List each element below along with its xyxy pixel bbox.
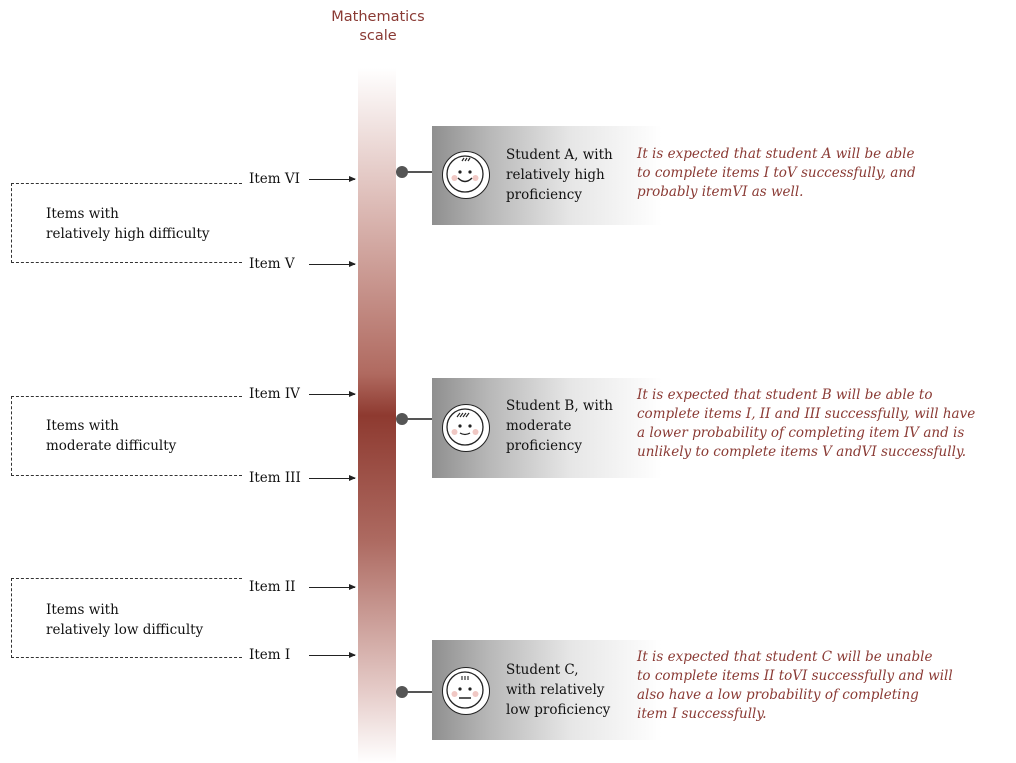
item-label-ii: Item II	[249, 579, 296, 595]
student-b-marker-line	[404, 418, 432, 420]
smiling-face-icon	[442, 151, 490, 199]
student-label-line: Student C,	[506, 662, 579, 678]
neutral-face-icon	[442, 404, 490, 452]
scale-title-line-1: Mathematics	[331, 9, 425, 25]
group-label-line: moderate difficulty	[46, 438, 177, 454]
student-b-box: Student B, with moderate proficiency	[432, 378, 662, 478]
student-c-box: Student C, with relatively low proficien…	[432, 640, 662, 740]
description-line: It is expected that student A will be ab…	[637, 146, 915, 162]
description-line: unlikely to complete items V andVI succe…	[637, 444, 967, 460]
group-label-line: Items with	[46, 602, 119, 618]
scale-title-line-2: scale	[359, 28, 397, 44]
description-line: a lower probability of completing item I…	[637, 425, 965, 441]
arrow-icon	[309, 176, 356, 182]
student-label-line: proficiency	[506, 187, 582, 203]
student-c-marker-dot	[396, 686, 408, 698]
student-b-description: It is expected that student B will be ab…	[637, 386, 975, 462]
student-label-line: relatively high	[506, 167, 605, 183]
description-line: It is expected that student B will be ab…	[637, 387, 933, 403]
student-b-marker-dot	[396, 413, 408, 425]
group-label-line: Items with	[46, 418, 119, 434]
description-line: to complete items II toVI successfully a…	[637, 668, 953, 684]
high-difficulty-bracket	[11, 183, 242, 263]
high-difficulty-group-label: Items with relatively high difficulty	[46, 204, 210, 244]
item-label-v: Item V	[249, 256, 295, 272]
student-a-marker-line	[404, 171, 432, 173]
moderate-difficulty-bracket	[11, 396, 242, 476]
student-label-line: with relatively	[506, 682, 605, 698]
student-label-line: low proficiency	[506, 702, 611, 718]
arrow-icon	[309, 261, 356, 267]
arrow-icon	[309, 652, 356, 658]
description-line: complete items I, II and III successfull…	[637, 406, 976, 422]
item-label-iii: Item III	[249, 470, 301, 486]
low-difficulty-bracket	[11, 578, 242, 658]
student-label-line: moderate	[506, 418, 572, 434]
mathematics-scale-bar	[358, 68, 396, 763]
student-label-line: proficiency	[506, 438, 582, 454]
student-b-label: Student B, with moderate proficiency	[506, 396, 613, 456]
item-label-iv: Item IV	[249, 386, 300, 402]
item-label-i: Item I	[249, 647, 291, 663]
student-label-line: Student B, with	[506, 398, 613, 414]
arrow-icon	[309, 475, 356, 481]
student-label-line: Student A, with	[506, 147, 613, 163]
low-difficulty-group-label: Items with relatively low difficulty	[46, 600, 203, 640]
scale-title: Mathematics scale	[300, 8, 456, 46]
moderate-difficulty-group-label: Items with moderate difficulty	[46, 416, 176, 456]
description-line: probably itemVI as well.	[637, 184, 804, 200]
group-label-line: relatively high difficulty	[46, 226, 210, 242]
description-line: item I successfully.	[637, 706, 767, 722]
student-c-marker-line	[404, 691, 432, 693]
sad-face-icon	[442, 667, 490, 715]
description-line: to complete items I toV successfully, an…	[637, 165, 916, 181]
student-c-label: Student C, with relatively low proficien…	[506, 660, 610, 720]
item-label-vi: Item VI	[249, 171, 300, 187]
group-label-line: relatively low difficulty	[46, 622, 204, 638]
group-label-line: Items with	[46, 206, 119, 222]
student-a-description: It is expected that student A will be ab…	[637, 145, 916, 202]
description-line: It is expected that student C will be un…	[637, 649, 933, 665]
student-a-box: Student A, with relatively high proficie…	[432, 126, 662, 225]
arrow-icon	[309, 584, 356, 590]
arrow-icon	[309, 391, 356, 397]
description-line: also have a low probability of completin…	[637, 687, 919, 703]
student-a-label: Student A, with relatively high proficie…	[506, 145, 613, 205]
student-a-marker-dot	[396, 166, 408, 178]
student-c-description: It is expected that student C will be un…	[637, 648, 953, 724]
